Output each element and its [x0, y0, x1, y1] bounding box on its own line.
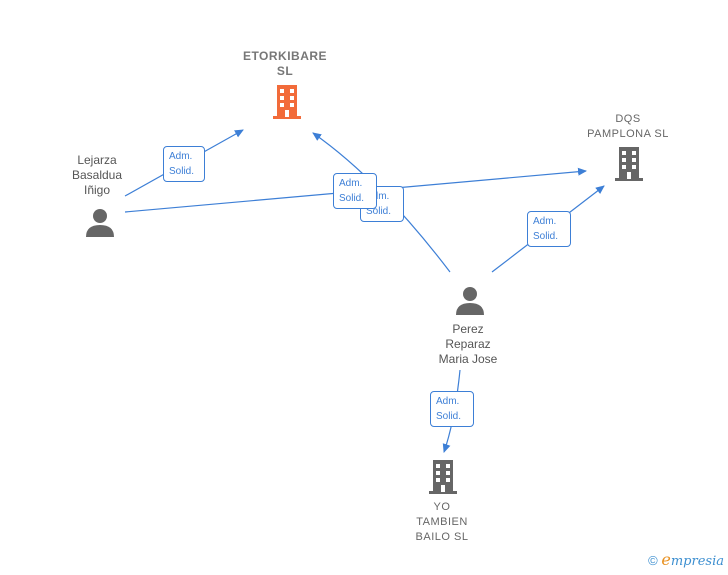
node-label-lejarza: Lejarza Basaldua Iñigo: [71, 153, 123, 197]
person-icon[interactable]: [84, 206, 116, 238]
relation-badge[interactable]: Adm. Solid.: [430, 391, 474, 427]
brand-logo: empresia: [661, 550, 724, 569]
relation-badge[interactable]: Adm. Solid.: [527, 211, 571, 247]
relation-badge[interactable]: Adm. Solid.: [163, 146, 205, 182]
building-icon[interactable]: [427, 459, 459, 495]
person-icon[interactable]: [454, 284, 486, 316]
node-label-dqs: DQS PAMPLONA SL: [587, 113, 669, 140]
relation-badge[interactable]: Adm. Solid.: [333, 173, 377, 209]
building-icon[interactable]: [271, 84, 303, 120]
copyright-icon: ©: [648, 553, 658, 568]
node-label-perez: Perez Reparaz Maria Jose: [438, 322, 498, 366]
node-label-yo: YO TAMBIEN BAILO SL: [415, 501, 469, 543]
node-label-etorkibare: ETORKIBARE SL: [242, 49, 328, 78]
footer-brand[interactable]: © empresia: [648, 550, 724, 569]
building-icon[interactable]: [613, 146, 645, 182]
